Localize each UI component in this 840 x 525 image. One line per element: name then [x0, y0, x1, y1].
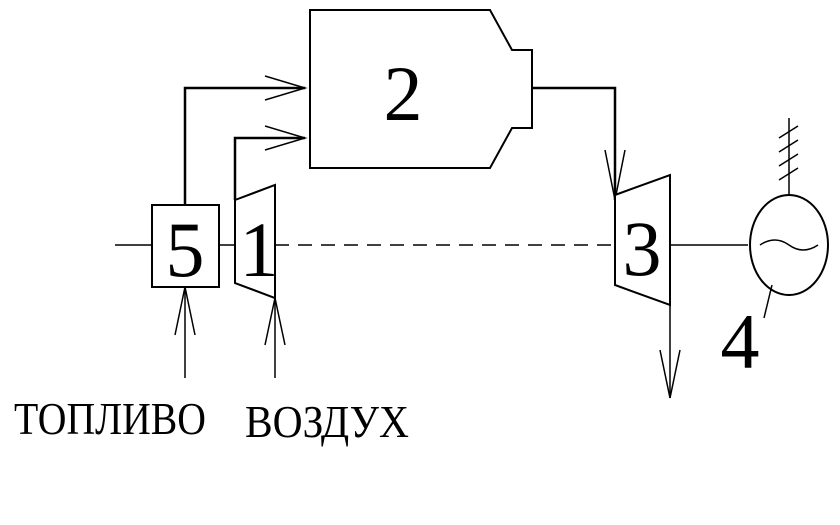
grid-connection-icon — [778, 125, 799, 181]
fuel-unit-box — [151, 204, 220, 288]
gas-line — [532, 86, 617, 200]
air-line — [233, 136, 305, 200]
fuel-line — [183, 86, 305, 205]
air-input-arrow — [264, 297, 286, 346]
generator-leader — [763, 284, 773, 319]
generator-number: 4 — [721, 298, 760, 385]
fuel-label: ТОПЛИВО — [14, 393, 206, 444]
generator-wave-icon — [759, 239, 819, 251]
exhaust-arrow — [659, 349, 681, 399]
air-label: ВОЗДУХ — [245, 396, 409, 447]
compressor-number: 1 — [240, 206, 279, 293]
fuel-unit-number: 5 — [166, 206, 205, 293]
combustion-chamber — [309, 9, 533, 169]
fuel-arrow — [264, 75, 308, 101]
turbine-number: 3 — [623, 205, 662, 292]
fuel-input-arrow — [174, 286, 196, 336]
air-arrow — [264, 125, 308, 151]
combustion-chamber-number: 2 — [384, 50, 423, 137]
